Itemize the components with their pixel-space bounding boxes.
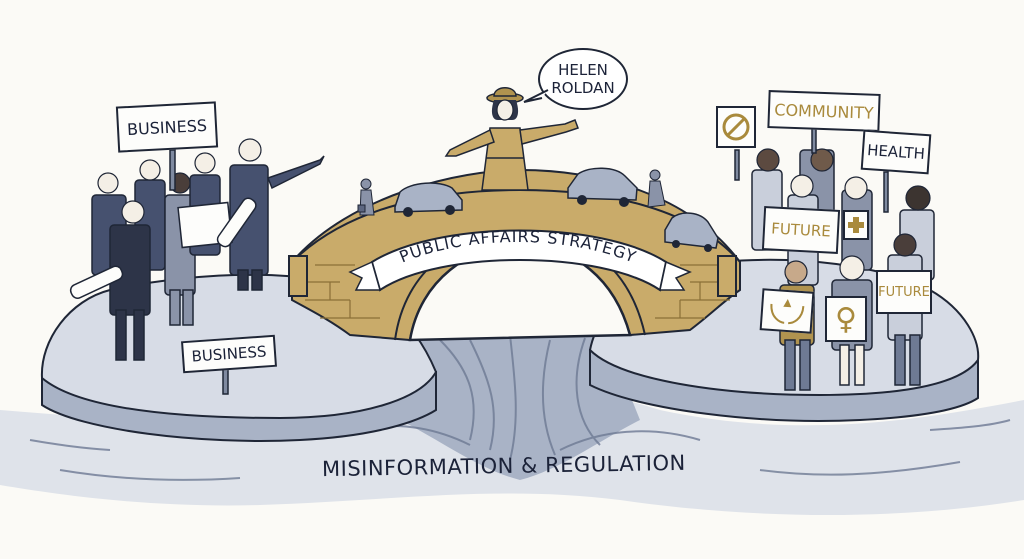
prohibition-icon (722, 113, 750, 141)
pedestrian-left (357, 178, 375, 216)
helen-roldan-figure (444, 87, 579, 191)
svg-text:PUBLIC AFFAIRS STRATEGY: PUBLIC AFFAIRS STRATEGY (397, 227, 640, 267)
speech-bubble-line1: HELEN (558, 61, 608, 79)
hands-leaf-icon (770, 299, 805, 325)
plus-icon (848, 217, 864, 233)
health-sign: HEALTH (860, 129, 932, 175)
female-symbol-sign: ♀ (825, 296, 867, 342)
community-sign-text: COMMUNITY (774, 99, 874, 123)
business-ground-sign: BUSINESS (180, 334, 278, 374)
health-sign-text: HEALTH (866, 141, 926, 163)
bridge-banner-text: PUBLIC AFFAIRS STRATEGY (397, 227, 639, 267)
business-held-sign: BUSINESS (115, 101, 219, 153)
speech-bubble-tail (523, 89, 549, 103)
hands-leaf-sign (759, 288, 815, 334)
pedestrian-right (647, 169, 666, 208)
bridge-banner-label: PUBLIC AFFAIRS STRATEGY (397, 227, 640, 267)
business-ground-sign-text: BUSINESS (190, 342, 268, 366)
car-far-right (664, 212, 719, 252)
future-sign-2: FUTURE (876, 270, 932, 314)
sign-posts (169, 127, 889, 395)
prohibition-sign (716, 106, 756, 148)
business-held-sign-text: BUSINESS (126, 115, 208, 139)
speech-bubble: HELEN ROLDAN (538, 48, 628, 110)
speech-bubble-line2: ROLDAN (551, 79, 615, 97)
future-sign-1-text: FUTURE (770, 219, 832, 241)
bridge-traffic (357, 167, 719, 252)
plus-sign (843, 210, 869, 240)
car-right (567, 167, 638, 207)
female-symbol-icon: ♀ (835, 301, 857, 337)
future-sign-2-text: FUTURE (878, 284, 930, 300)
community-sign: COMMUNITY (767, 90, 881, 132)
car-left (394, 182, 463, 217)
future-sign-1: FUTURE (761, 206, 841, 254)
business-people-group (69, 138, 325, 361)
